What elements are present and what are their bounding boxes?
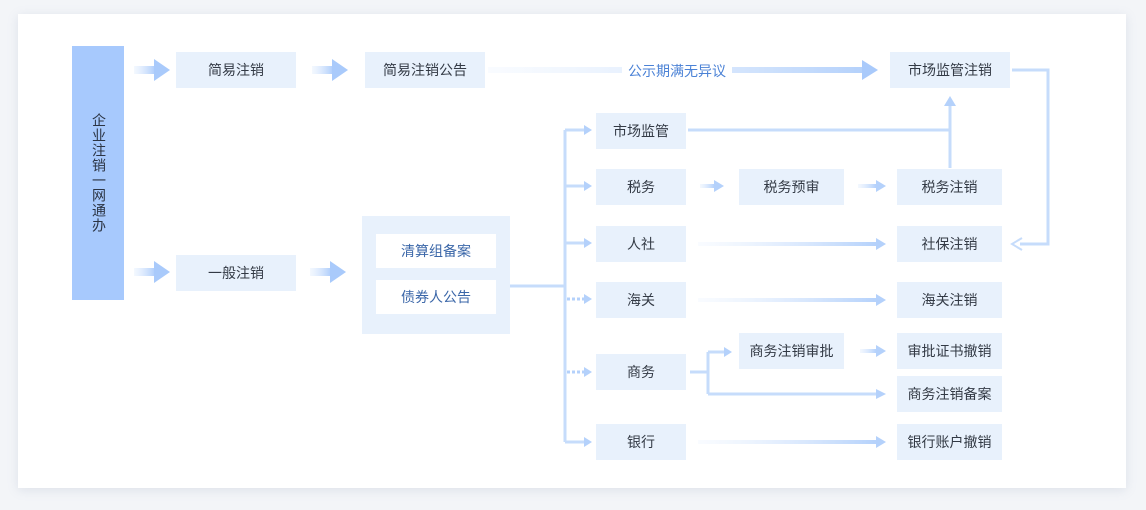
arrow-approve-to-cert <box>860 345 886 357</box>
node-simple-deregistration: 简易注销 <box>176 52 296 88</box>
dept-branch <box>510 128 586 444</box>
dept-social: 人社 <box>596 226 686 262</box>
node-customs-deregistration: 海关注销 <box>897 282 1002 318</box>
arrow-general-to-group <box>310 261 346 283</box>
arrow-to-general <box>134 261 170 283</box>
dept-commerce: 商务 <box>596 354 686 390</box>
arrow-pre-to-tax-end <box>858 180 886 192</box>
arrow-customs <box>698 294 886 306</box>
commerce-split-heads <box>724 347 886 399</box>
node-tax-precheck: 税务预审 <box>739 169 844 205</box>
node-commerce-record: 商务注销备案 <box>897 376 1002 412</box>
arrow-social <box>698 238 886 250</box>
arrow-tax-to-pre <box>700 180 724 192</box>
arrow-bank <box>698 436 886 448</box>
group-item-liquidation-record: 清算组备案 <box>376 234 496 268</box>
dept-tax: 税务 <box>596 169 686 205</box>
node-commerce-approval: 商务注销审批 <box>739 333 844 369</box>
market-to-end <box>688 96 956 168</box>
dept-customs: 海关 <box>596 282 686 318</box>
node-certificate-revocation: 审批证书撤销 <box>897 333 1002 369</box>
label-public-period: 公示期满无异议 <box>622 60 732 82</box>
arrow-to-simple <box>134 59 170 81</box>
node-market-deregistration: 市场监管注销 <box>890 52 1010 88</box>
node-general-deregistration: 一般注销 <box>176 255 296 291</box>
bracket-to-social <box>1010 68 1050 251</box>
node-social-deregistration: 社保注销 <box>897 226 1002 262</box>
dept-branch-dotted <box>567 297 586 374</box>
dept-bank: 银行 <box>596 424 686 460</box>
commerce-split <box>690 350 878 396</box>
side-title-bar: 企业注销一网通办 <box>72 46 124 300</box>
dept-branch-dotted-heads <box>584 294 592 377</box>
dept-branch-heads <box>584 125 592 447</box>
group-liquidation: 清算组备案 债券人公告 <box>362 216 510 334</box>
group-item-creditor-announcement: 债券人公告 <box>376 280 496 314</box>
dept-market: 市场监管 <box>596 113 686 149</box>
side-title: 企业注销一网通办 <box>90 113 106 233</box>
node-tax-deregistration: 税务注销 <box>897 169 1002 205</box>
node-simple-announcement: 简易注销公告 <box>365 52 485 88</box>
node-bank-account-revocation: 银行账户撤销 <box>897 424 1002 460</box>
arrow-simple-to-announce <box>312 59 348 81</box>
